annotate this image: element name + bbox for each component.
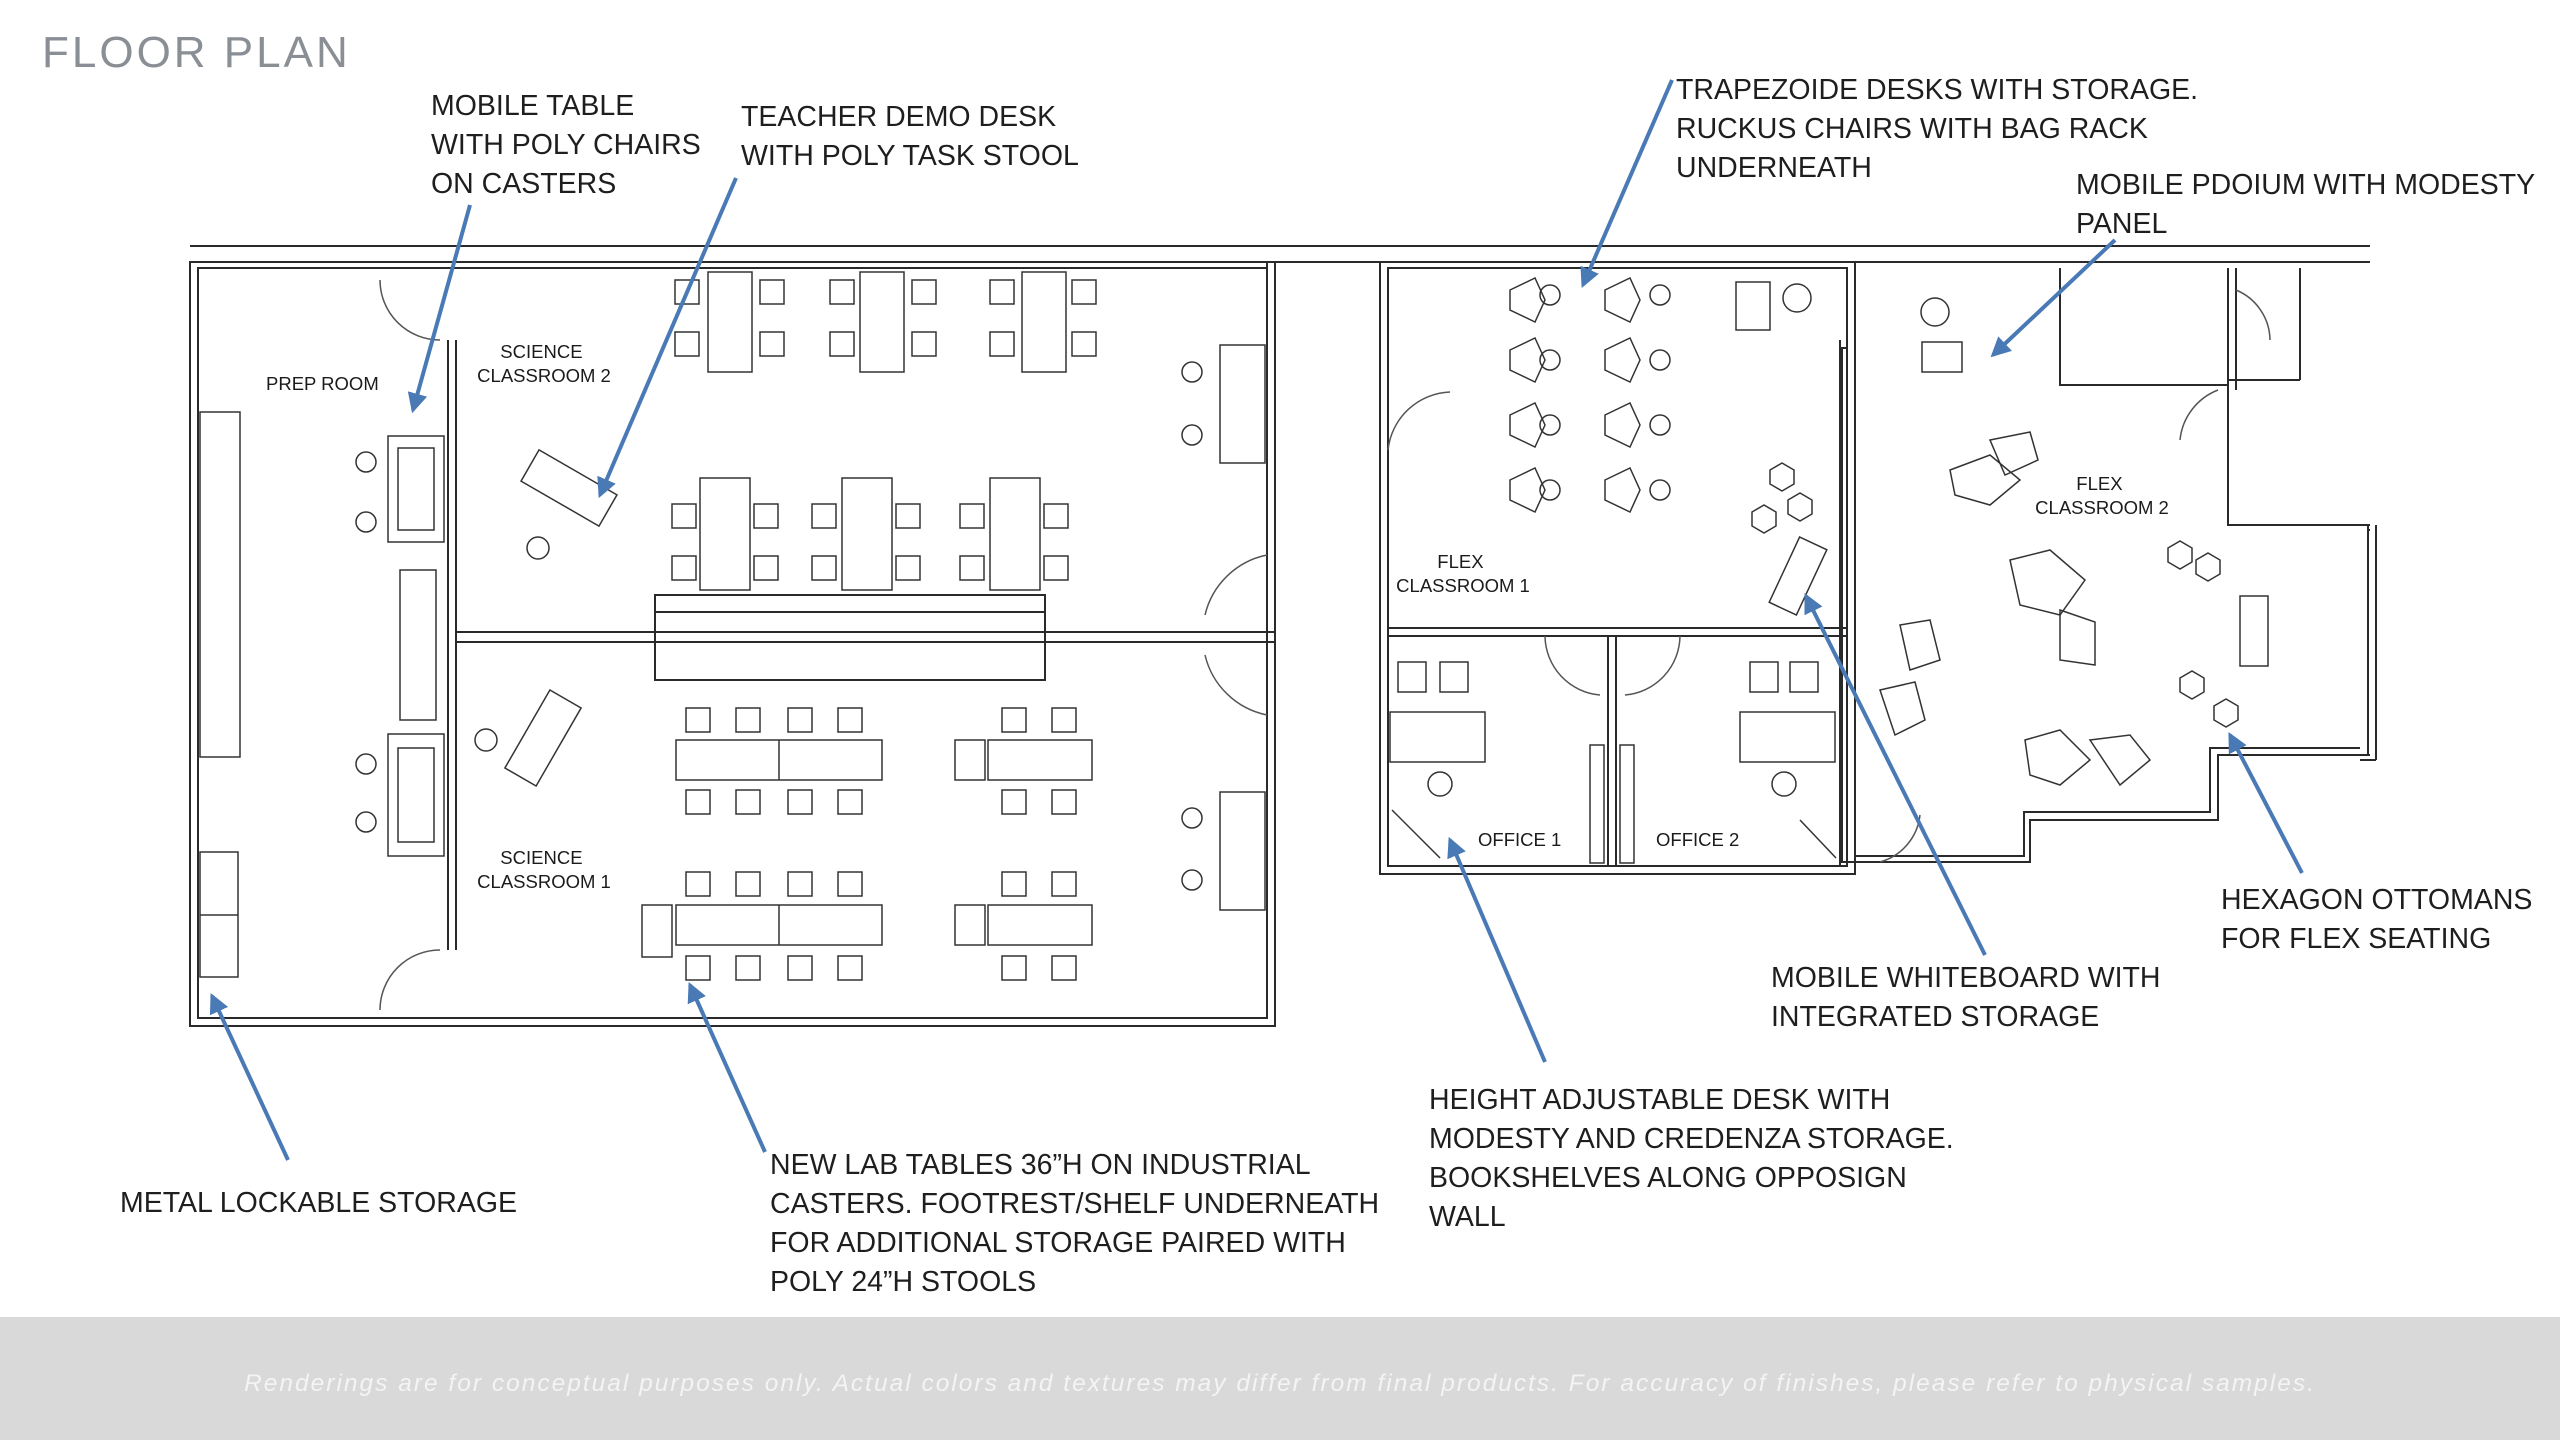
callout-trapezoide-desks: TRAPEZOIDE DESKS WITH STORAGE. RUCKUS CH… bbox=[1676, 74, 2199, 184]
flex-2-line1: FLEX bbox=[2076, 473, 2122, 494]
callout-arrows bbox=[209, 79, 2304, 1161]
floor-plan-drawing: PREP ROOM SCIENCE CLASSROOM 2 SCIENCE CL… bbox=[189, 79, 2377, 1161]
science-2-line2: CLASSROOM 2 bbox=[477, 365, 611, 386]
footer-disclaimer: Renderings are for conceptual purposes o… bbox=[244, 1370, 2316, 1397]
science-2-furniture bbox=[520, 271, 1266, 911]
callout-teacher-desk: TEACHER DEMO DESK WITH POLY TASK STOOL bbox=[741, 101, 1079, 172]
page-title: FLOOR PLAN bbox=[42, 28, 351, 77]
offices-furniture bbox=[1389, 661, 1837, 864]
science-1-line2: CLASSROOM 1 bbox=[477, 871, 611, 892]
science-1-line1: SCIENCE bbox=[500, 847, 582, 868]
flex-1-line2: CLASSROOM 1 bbox=[1396, 575, 1530, 596]
callout-lab-tables: NEW LAB TABLES 36”H ON INDUSTRIAL CASTER… bbox=[770, 1149, 1380, 1298]
callout-mobile-podium: MOBILE PDOIUM WITH MODESTY PANEL bbox=[2076, 169, 2536, 240]
callout-mobile-table: MOBILE TABLE WITH POLY CHAIRS ON CASTERS bbox=[431, 90, 701, 200]
room-label-flex-2: FLEX CLASSROOM 2 bbox=[2035, 473, 2169, 518]
flex-2-line2: CLASSROOM 2 bbox=[2035, 497, 2169, 518]
walls bbox=[189, 245, 2377, 1027]
room-label-flex-1: FLEX CLASSROOM 1 bbox=[1396, 551, 1530, 596]
room-label-prep: PREP ROOM bbox=[266, 373, 379, 394]
prep-room-furniture bbox=[355, 435, 445, 857]
footer-bar bbox=[0, 1317, 2560, 1440]
door-swings bbox=[379, 279, 2271, 1011]
room-label-science-2: SCIENCE CLASSROOM 2 bbox=[477, 341, 611, 386]
flex-1-line1: FLEX bbox=[1437, 551, 1483, 572]
room-label-office-1: OFFICE 1 bbox=[1478, 829, 1561, 850]
science-2-line1: SCIENCE bbox=[500, 341, 582, 362]
room-label-science-1: SCIENCE CLASSROOM 1 bbox=[477, 847, 611, 892]
room-label-office-2: OFFICE 2 bbox=[1656, 829, 1739, 850]
metal-storage bbox=[199, 411, 241, 978]
callout-hexagon-ottomans: HEXAGON OTTOMANS FOR FLEX SEATING bbox=[2221, 884, 2533, 955]
callout-height-adjustable-desk: HEIGHT ADJUSTABLE DESK WITH MODESTY AND … bbox=[1429, 1084, 1954, 1233]
science-1-furniture bbox=[474, 689, 1093, 981]
flex-2-furniture bbox=[1879, 297, 2269, 787]
callout-mobile-whiteboard: MOBILE WHITEBOARD WITH INTEGRATED STORAG… bbox=[1771, 962, 2161, 1033]
callout-metal-storage: METAL LOCKABLE STORAGE bbox=[120, 1187, 518, 1219]
flex-1-furniture bbox=[1509, 276, 1828, 616]
